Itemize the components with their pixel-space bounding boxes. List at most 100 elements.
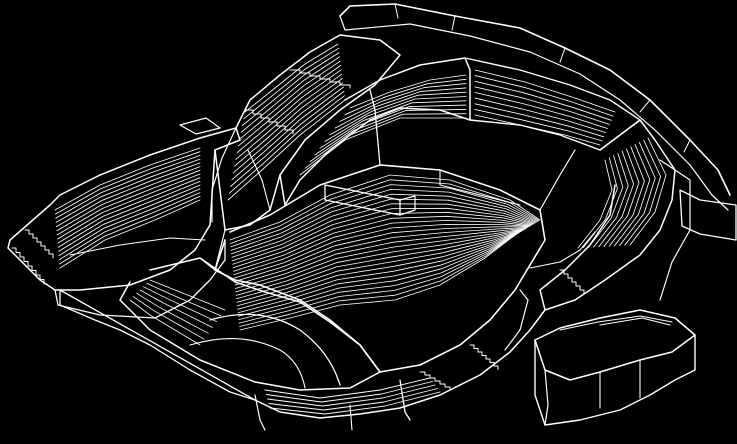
seat-row-line [238, 65, 342, 147]
seat-row-line [228, 95, 345, 194]
outline [279, 57, 471, 206]
seat-row-line [238, 232, 520, 317]
outline [369, 89, 381, 166]
seat-row-line [230, 184, 539, 248]
outline [539, 119, 676, 311]
seat-row-line [234, 226, 529, 282]
outline [504, 289, 529, 351]
stair-edge [289, 69, 351, 89]
outline [559, 47, 566, 63]
outline [254, 309, 546, 419]
seat-row-line [57, 177, 201, 244]
outline [529, 231, 596, 269]
seat-row-line [624, 139, 662, 246]
seat-row-line [587, 155, 624, 248]
seat-row-line [231, 193, 537, 255]
seat-row-line [629, 137, 667, 246]
outline [464, 57, 641, 151]
outline [679, 189, 737, 241]
seat-row-line [268, 388, 438, 411]
seat-row-line [233, 220, 531, 275]
seat-row-line [59, 199, 201, 269]
seat-row-line [593, 152, 629, 248]
seat-row-line [57, 180, 201, 248]
seat-row-line [235, 228, 526, 293]
outline [211, 127, 237, 223]
seat-row-line [239, 234, 517, 327]
seat-row-line [235, 228, 525, 296]
seat-row-line [240, 56, 341, 133]
seat-row-line [474, 108, 603, 142]
seat-row-line [603, 148, 640, 247]
seat-row-line [56, 169, 201, 236]
seat-row-line [598, 150, 635, 248]
seat-row-line [57, 173, 201, 240]
outline [179, 117, 221, 135]
seat-row-line [269, 391, 441, 415]
seat-row-line [136, 292, 209, 334]
upper-center-balcony [279, 57, 641, 206]
seat-row-line [241, 52, 340, 126]
seat-row-line [474, 69, 616, 113]
center-aisles [247, 89, 576, 211]
seat-row-line [329, 91, 467, 136]
seat-row-line [231, 86, 344, 181]
outline [59, 289, 256, 401]
outline [539, 149, 576, 211]
outline [534, 309, 696, 381]
outline [394, 3, 399, 19]
seat-row-line [264, 377, 431, 399]
seat-row-line [129, 299, 201, 346]
seat-row-line [235, 227, 527, 289]
seat-row-line [149, 279, 226, 311]
seat-row-line [238, 233, 518, 324]
seat-row-line [577, 159, 613, 249]
seat-row-line [236, 230, 524, 303]
seat-row-line [58, 192, 201, 261]
seat-row-line [474, 75, 614, 117]
right-balcony [529, 119, 676, 311]
outline [659, 159, 691, 301]
seat-row-line [56, 166, 201, 232]
stage-area [59, 229, 381, 401]
seat-row-line [231, 203, 535, 262]
seat-row-line [314, 104, 467, 156]
seat-row-line [339, 83, 467, 122]
outline [119, 257, 381, 391]
seat-row-line [232, 82, 344, 174]
seat-row-line [227, 99, 346, 201]
seat-row-line [234, 227, 528, 286]
seat-row-line [608, 146, 645, 247]
seat-row-line [474, 80, 612, 121]
seat-row-line [230, 189, 538, 251]
outline [254, 394, 266, 431]
stair-edge [11, 247, 45, 285]
stair-edge [244, 109, 294, 135]
outline [399, 379, 411, 421]
seat-row-line [349, 74, 467, 109]
seat-row-line [59, 195, 201, 265]
outline [399, 195, 416, 216]
seat-row-line [324, 96, 467, 142]
seat-row-line [344, 78, 467, 116]
outline [559, 315, 673, 331]
seat-row-line [229, 174, 541, 241]
seat-row-line [237, 231, 522, 310]
outline [247, 149, 271, 211]
left-wing-seating [7, 117, 241, 319]
seat-row-line [239, 234, 516, 331]
seat-row-line [234, 78, 343, 167]
seat-row-line [232, 207, 534, 265]
seat-row-line [54, 147, 201, 211]
seat-row-line [304, 113, 467, 169]
stair-edge [24, 229, 54, 259]
seat-row-line [309, 108, 467, 163]
outline [683, 139, 691, 153]
seat-row-line [474, 114, 601, 146]
outline [214, 34, 401, 231]
seat-row-line [235, 73, 343, 160]
seat-row-line [239, 60, 341, 140]
seat-row-line [231, 198, 536, 258]
seat-row-line [474, 92, 608, 129]
